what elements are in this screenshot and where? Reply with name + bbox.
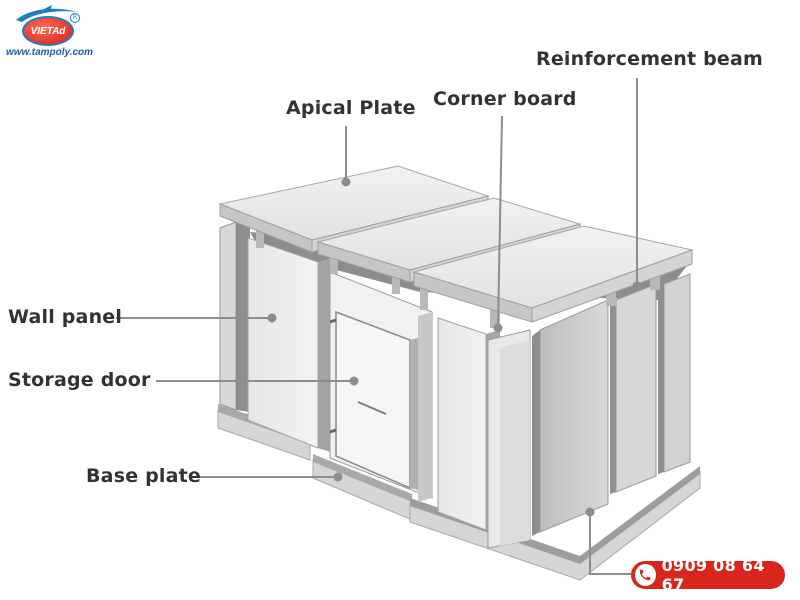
leader-dot-phone (585, 507, 595, 517)
label-reinforcement-beam: Reinforcement beam (536, 48, 764, 70)
registered-mark-icon: R (70, 13, 80, 23)
leader-dot-corner-board (493, 323, 503, 333)
phone-icon (635, 564, 656, 586)
label-storage-door: Storage door (8, 369, 151, 391)
wall-panel-right (532, 273, 691, 536)
leader-dot-reinforcement-beam (632, 281, 642, 291)
logo-url[interactable]: www.tampoly.com (6, 47, 94, 58)
leader-lines (116, 78, 642, 575)
leader-corner-board (497, 115, 503, 327)
apical-plate-3 (412, 225, 694, 323)
leader-phone (589, 514, 631, 575)
reinforcement-posts (256, 228, 660, 328)
leader-dot-storage-door (349, 376, 359, 386)
logo-brand-name: VIETAd (30, 25, 66, 37)
wall-panel-left (219, 221, 330, 452)
leader-dot-apical-plate (341, 177, 351, 187)
label-apical-plate: Apical Plate (286, 97, 416, 119)
storage-door (329, 271, 433, 502)
logo-badge: VIETAd (22, 16, 74, 46)
leader-dot-base-plate (333, 472, 343, 482)
base-plate-right (409, 466, 701, 581)
leader-dot-wall-panel (267, 313, 277, 323)
label-corner-board: Corner board (433, 88, 577, 110)
label-wall-panel: Wall panel (8, 306, 123, 328)
phone-contact-badge[interactable]: 0909 08 64 67 (631, 556, 785, 594)
label-base-plate: Base plate (86, 465, 202, 487)
corner-board (437, 317, 531, 549)
brand-logo[interactable]: VIETAd R www.tampoly.com (4, 2, 96, 64)
logo-swoosh-icon (16, 5, 78, 22)
phone-number: 0909 08 64 67 (661, 556, 765, 594)
